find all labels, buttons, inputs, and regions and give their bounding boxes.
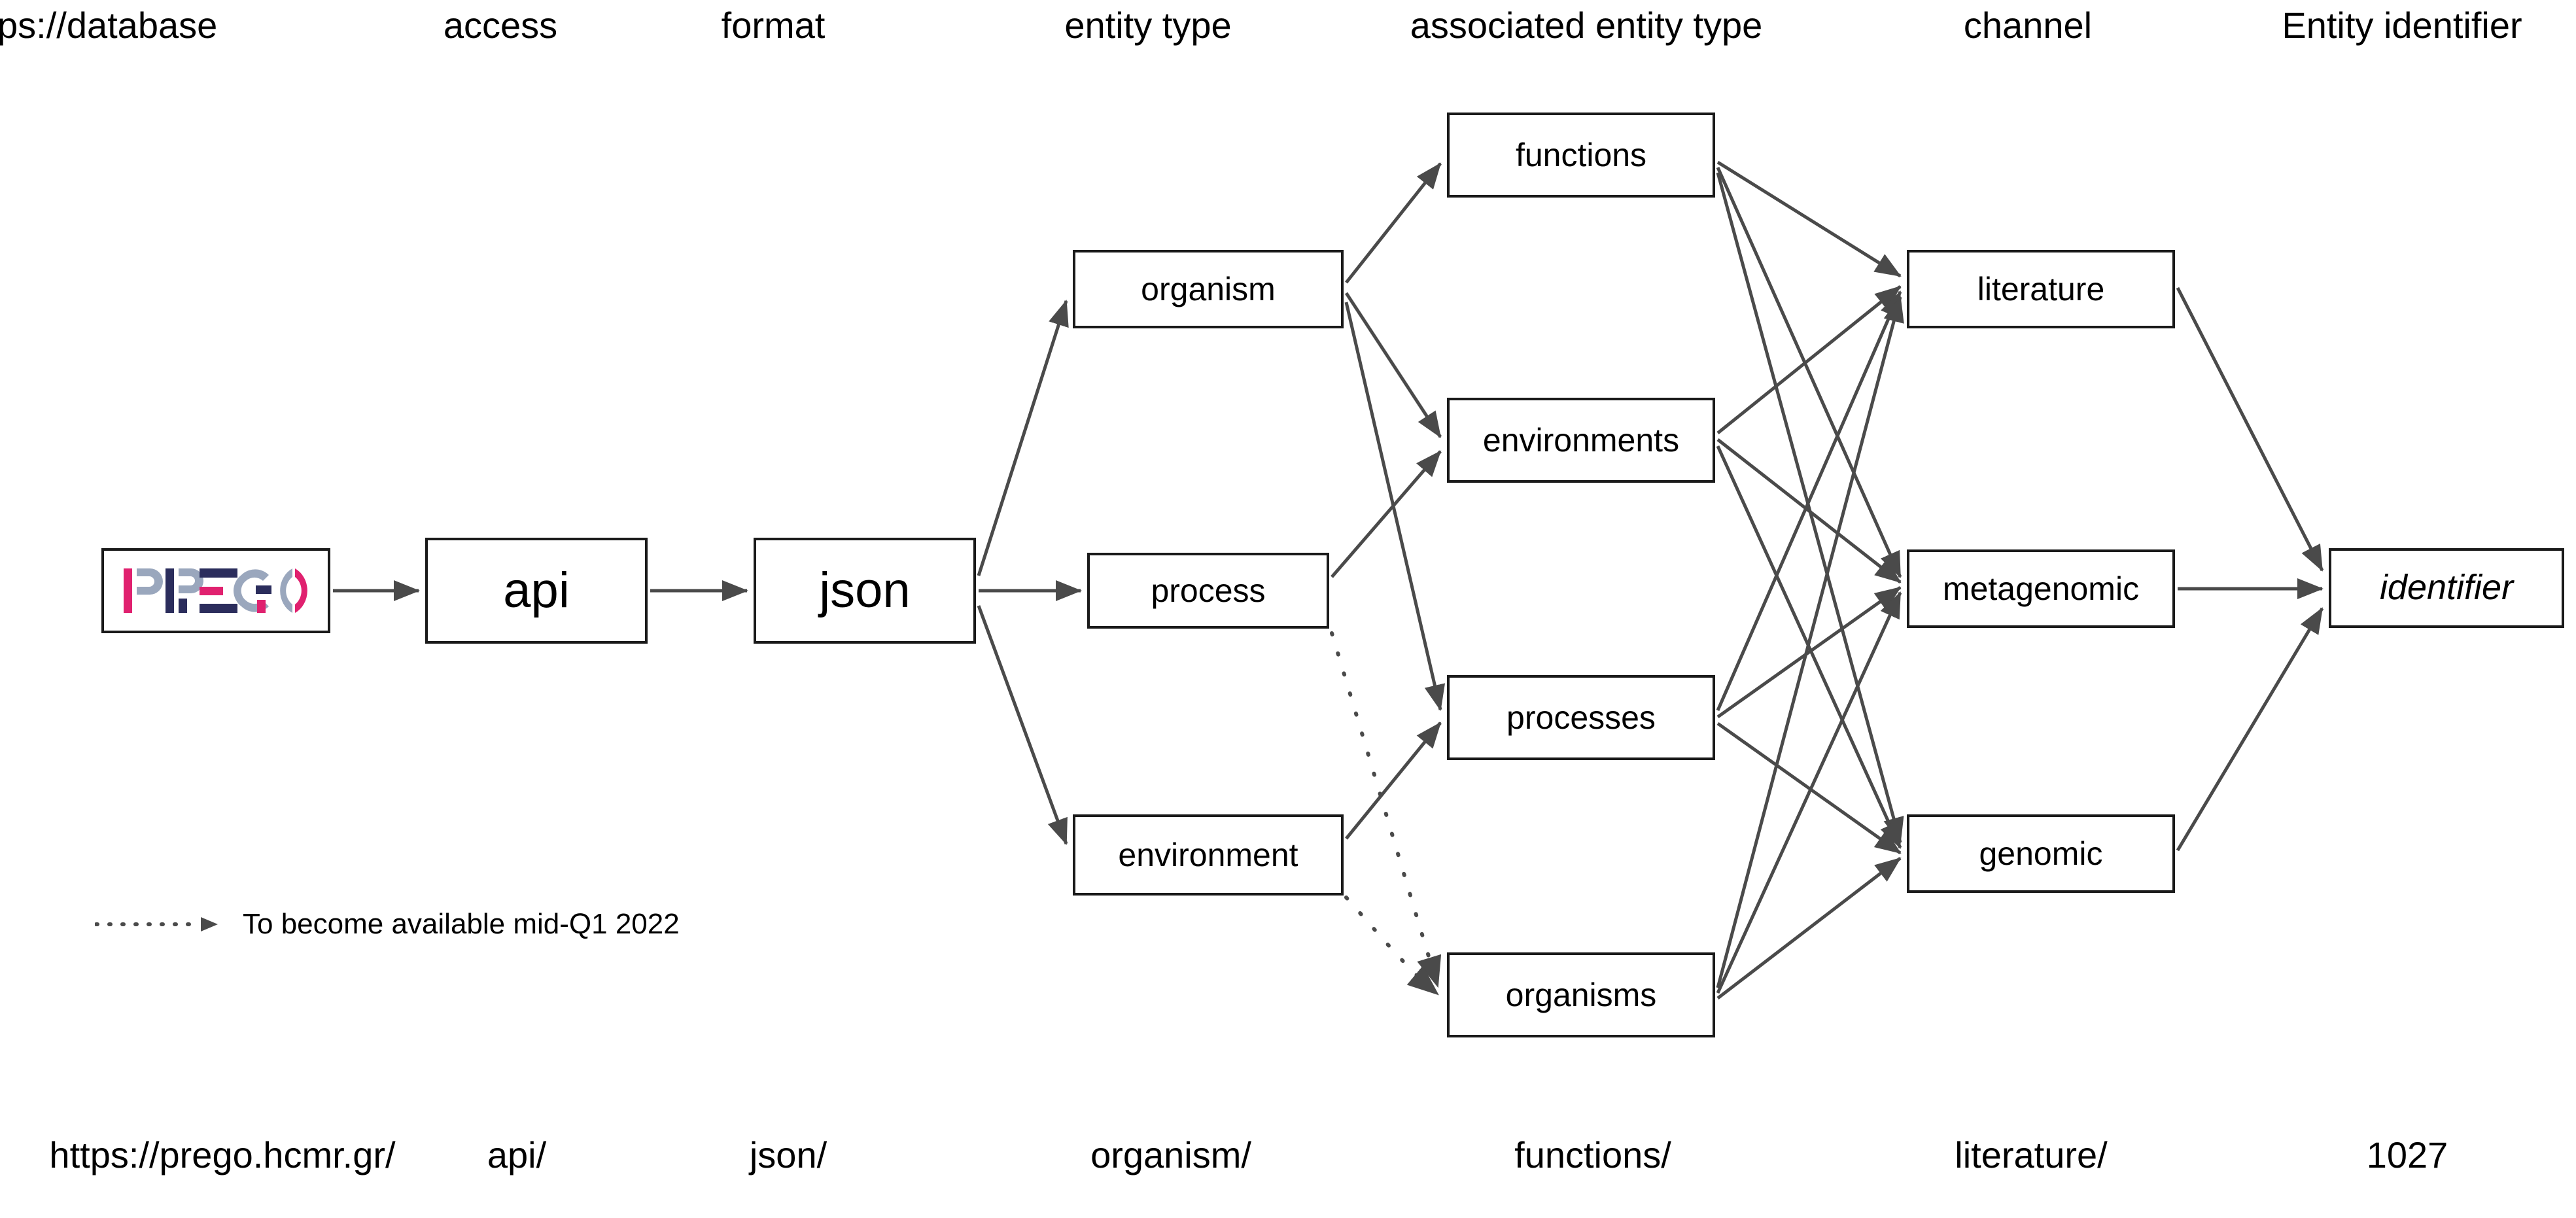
edge-processes-metagenomic <box>1716 585 1902 719</box>
node-genomic[interactable]: genomic <box>1907 814 2175 893</box>
caption-access: access <box>443 5 558 46</box>
legend-label: To become available mid-Q1 2022 <box>243 908 680 940</box>
url-part-format: json/ <box>749 1134 827 1175</box>
url-part-identifier: 1027 <box>2366 1134 2448 1175</box>
edge-environment-processes <box>1345 722 1442 840</box>
edge-json-organism <box>977 300 1069 576</box>
node-process[interactable]: process <box>1087 553 1329 629</box>
legend: To become available mid-Q1 2022 <box>95 908 680 941</box>
node-json[interactable]: json <box>754 538 976 644</box>
node-environment[interactable]: environment <box>1073 814 1344 896</box>
edge-literature-identifier <box>2176 287 2324 572</box>
edge-organism-environments <box>1344 292 1442 438</box>
edge-organisms-metagenomic <box>1716 591 1902 994</box>
edge-processes-literature <box>1716 290 1902 711</box>
url-part-access: api/ <box>487 1134 547 1175</box>
url-part-entity-type: organism/ <box>1090 1134 1251 1175</box>
edge-functions-literature <box>1716 160 1902 278</box>
prego-logo-box[interactable] <box>101 548 330 633</box>
node-api[interactable]: api <box>425 538 648 644</box>
node-processes[interactable]: processes <box>1447 675 1715 760</box>
edge-json-environment <box>977 605 1068 845</box>
edge-environment-organisms <box>1344 896 1440 996</box>
node-literature[interactable]: literature <box>1907 250 2175 328</box>
dotted-arrow-icon <box>95 917 218 931</box>
node-functions[interactable]: functions <box>1447 113 1715 198</box>
edge-organisms-genomic <box>1716 857 1902 1000</box>
caption-entity-type: entity type <box>1064 5 1232 46</box>
node-organism[interactable]: organism <box>1073 250 1344 328</box>
edge-organisms-literature <box>1716 296 1904 988</box>
node-organisms[interactable]: organisms <box>1447 952 1715 1037</box>
url-part-associated-entity-type: functions/ <box>1514 1134 1671 1175</box>
edge-processes-genomic <box>1716 722 1902 855</box>
edge-process-environments <box>1331 450 1442 578</box>
prego-logo-icon <box>124 568 307 613</box>
caption-https-database: https://database <box>0 5 218 46</box>
edge-process-organisms <box>1330 631 1442 988</box>
edge-genomic-identifier <box>2176 607 2324 852</box>
caption-channel: channel <box>1963 5 2093 46</box>
node-environments[interactable]: environments <box>1447 398 1715 483</box>
url-part-database: https://prego.hcmr.gr/ <box>49 1134 396 1175</box>
url-part-channel: literature/ <box>1955 1134 2108 1175</box>
caption-entity-identifier: Entity identifier <box>2282 5 2522 46</box>
edge-functions-metagenomic <box>1716 166 1902 578</box>
node-metagenomic[interactable]: metagenomic <box>1907 549 2175 628</box>
edge-environments-literature <box>1716 285 1902 434</box>
edge-functions-genomic <box>1716 172 1904 844</box>
edge-organism-functions <box>1345 162 1442 284</box>
caption-associated-entity-type: associated entity type <box>1410 5 1763 46</box>
node-identifier[interactable]: identifier <box>2329 548 2564 628</box>
edge-environments-metagenomic <box>1716 438 1902 583</box>
caption-format: format <box>721 5 826 46</box>
